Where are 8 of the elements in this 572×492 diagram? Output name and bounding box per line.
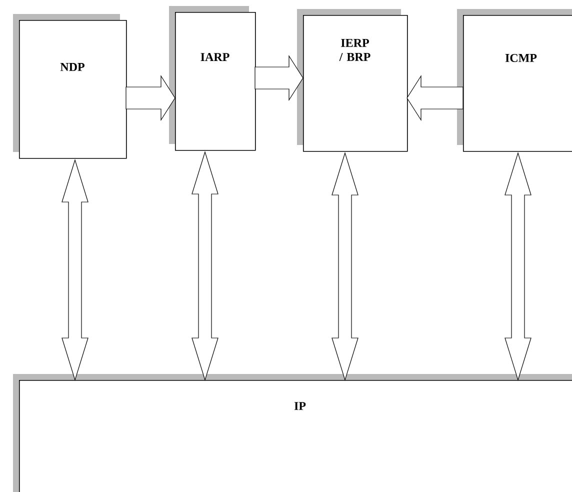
block-arrow xyxy=(406,74,464,122)
block-arrow xyxy=(126,74,176,122)
process-box: NDP xyxy=(13,14,127,159)
layer-box: IP xyxy=(13,374,572,492)
process-box: IERP / BRP xyxy=(297,9,408,152)
block-arrow xyxy=(254,54,304,102)
process-box: IARP xyxy=(169,6,256,151)
process-box: ICMP xyxy=(457,9,572,152)
